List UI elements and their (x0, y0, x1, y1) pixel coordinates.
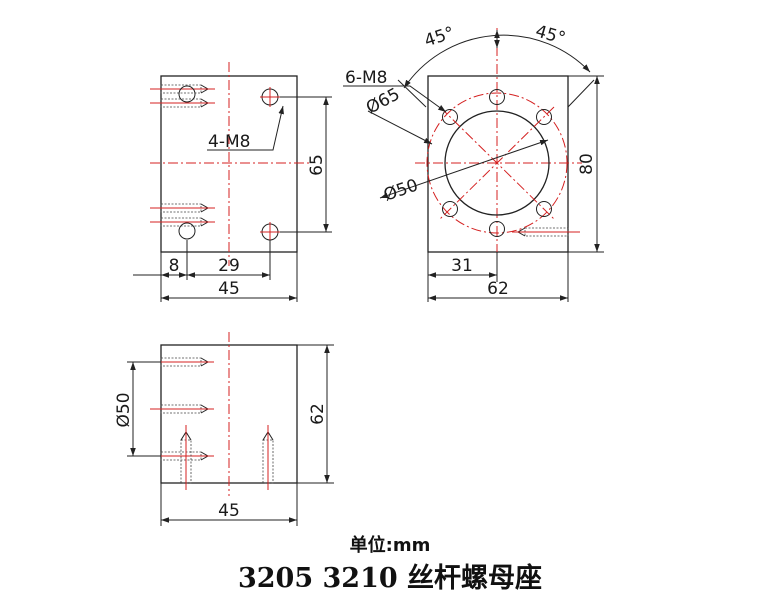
top-view-vertical-holes (180, 425, 274, 490)
top-view-threaded-holes (150, 357, 214, 461)
side-view-width-dim: 62 (487, 279, 509, 299)
front-view-offset-dim: 8 (169, 256, 180, 276)
side-view-hole-note: 6-M8 (345, 68, 387, 88)
front-view: 4-M8 65 8 29 45 (133, 62, 332, 302)
side-view-height-dim: 80 (577, 153, 597, 175)
side-view-hole (442, 201, 458, 217)
drawing-title: 3205 3210 丝杆螺母座 (237, 563, 543, 594)
side-view-angle-arc (403, 34, 591, 89)
side-view-bore-leader (379, 139, 549, 199)
side-view-bolt-circle-leader (367, 110, 433, 145)
front-view-hole-leader (207, 105, 284, 151)
side-view-center-offset-dim: 31 (451, 256, 473, 276)
top-view: Ø50 62 45 (114, 332, 334, 526)
side-view: 45° 45° 6-M8 Ø65 Ø50 80 31 62 (343, 21, 604, 302)
side-view-bore-dim: Ø50 (381, 175, 421, 205)
front-view-threaded-holes-lower (150, 203, 215, 227)
side-view-hole (536, 201, 552, 217)
side-view-hole (536, 109, 552, 125)
front-view-hole-note: 4-M8 (208, 132, 250, 152)
front-view-threaded-holes-upper (150, 84, 215, 108)
side-view-hole (489, 89, 505, 105)
top-view-height-dim: 62 (308, 403, 328, 425)
side-view-angle-right: 45° (533, 21, 567, 49)
front-view-width-dim: 45 (218, 279, 240, 299)
side-view-hole (489, 221, 505, 237)
side-view-hole (442, 109, 458, 125)
side-view-hole-leader (343, 85, 447, 113)
front-view-spacing-dim: 29 (218, 256, 240, 276)
front-view-hole (178, 222, 196, 240)
unit-caption: 单位:mm (349, 535, 431, 556)
front-view-height-dim: 65 (307, 154, 327, 176)
top-view-width-dim: 45 (218, 501, 240, 521)
side-view-bolt-circle-dim: Ø65 (363, 84, 403, 118)
front-view-hole (178, 85, 196, 103)
top-view-bore-dim: Ø50 (114, 392, 134, 427)
